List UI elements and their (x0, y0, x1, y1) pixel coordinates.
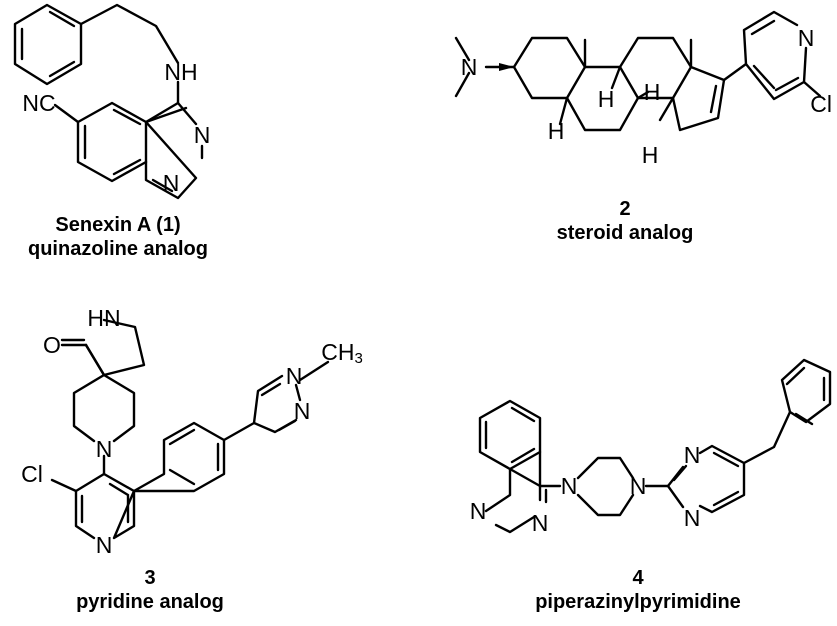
compound-2-structure (454, 10, 822, 132)
atom-h9: H (598, 86, 615, 112)
stereo-wedge (499, 63, 514, 71)
atom-pyrimidine-n3: N (684, 505, 701, 531)
compound-3-structure (50, 318, 330, 540)
atom-h5: H (548, 118, 565, 144)
compound-1-number: Senexin A (1) (55, 214, 180, 236)
atom-quinazoline-n1: N (470, 498, 487, 524)
atom-cl: Cl (21, 461, 43, 487)
compound-4-class: piperazinylpyrimidine (535, 591, 741, 613)
atom-nitrile: NC (22, 90, 55, 116)
atom-lactam-nh: HN (87, 305, 120, 331)
methyl-ch: CH (321, 339, 354, 365)
atom-h14: H (642, 142, 659, 168)
compound-4-number: 4 (632, 567, 644, 589)
atom-quinazoline-n3: N (532, 510, 549, 536)
atom-nh: NH (164, 59, 197, 85)
atom-piperidine-n: N (96, 436, 113, 462)
atom-piperazine-n4: N (630, 473, 647, 499)
atom-pyrazole-n2: N (294, 398, 311, 424)
atom-carbonyl-o: O (43, 332, 61, 358)
atom-n1: N (163, 170, 180, 196)
atom-pyrimidine-n1: N (684, 442, 701, 468)
atom-piperazine-n1: N (561, 473, 578, 499)
atom-n3: N (194, 122, 211, 148)
atom-pyrazole-n1: N (286, 363, 303, 389)
atom-pyridine-n: N (798, 25, 815, 51)
atom-pyridine-n: N (96, 532, 113, 558)
compound-2-number: 2 (619, 198, 630, 220)
atom-h8: H (644, 79, 661, 105)
compound-1-class: quinazoline analog (28, 238, 208, 260)
compound-3-class: pyridine analog (76, 591, 224, 613)
atom-amine-n: N (461, 54, 478, 80)
compound-2-class: steroid analog (557, 222, 694, 244)
compound-1-structure (13, 3, 204, 200)
atom-methyl: CH3 (321, 339, 363, 367)
methyl-subscript: 3 (354, 350, 362, 367)
atom-cl: Cl (810, 91, 832, 117)
compound-3-number: 3 (144, 567, 155, 589)
compound-4-structure (478, 358, 832, 534)
